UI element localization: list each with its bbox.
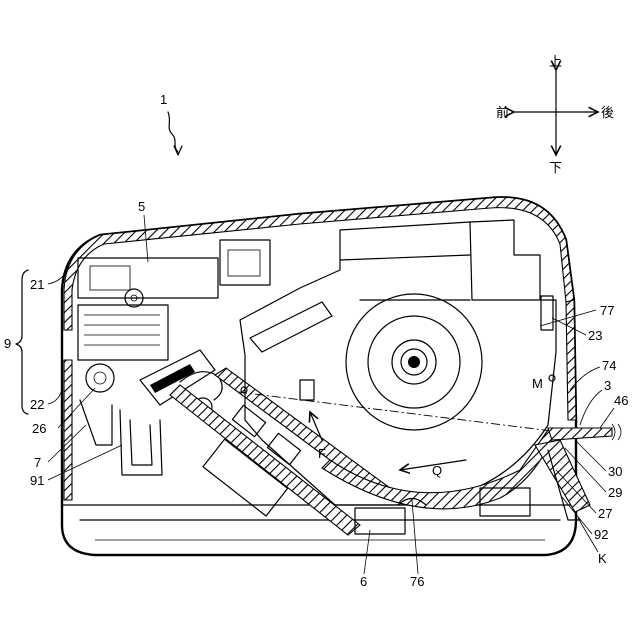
u-channel-91-inner (130, 420, 152, 465)
bracket-9 (16, 270, 28, 414)
label-F: F (318, 446, 326, 461)
device-number: 1 (160, 92, 167, 107)
label-92: 92 (594, 527, 608, 542)
leader-3 (580, 390, 602, 425)
cassette-arm (250, 302, 332, 352)
label-5: 5 (138, 199, 145, 214)
label-30: 30 (608, 464, 622, 479)
top-cover-section (64, 197, 574, 330)
label-77: 77 (600, 303, 614, 318)
label-27: 27 (598, 506, 612, 521)
device-leader-line (168, 112, 178, 152)
label-K: K (598, 551, 607, 566)
label-91: 91 (30, 473, 44, 488)
label-46: 46 (614, 393, 628, 408)
label-22: 22 (30, 397, 44, 412)
label-29: 29 (608, 485, 622, 500)
label-3: 3 (604, 378, 611, 393)
tape-46 (548, 428, 612, 440)
spool-shaft (408, 356, 420, 368)
cassette-step (470, 220, 540, 300)
label-M: M (532, 376, 543, 391)
label-74: 74 (602, 358, 616, 373)
label-7: 7 (34, 455, 41, 470)
roller-26 (86, 364, 114, 392)
leader-22 (48, 390, 62, 404)
direction-front-label: 前 (496, 105, 509, 120)
label-21: 21 (30, 277, 44, 292)
roller-26-hub (94, 372, 106, 384)
cassette-top-ledge (340, 255, 470, 260)
cassette-window (300, 380, 314, 400)
upper-frame-block (78, 258, 218, 298)
upper-bracket-window (228, 250, 260, 276)
feed-chute (170, 368, 390, 535)
gear-teeth-lines (84, 315, 160, 345)
cassette-outline (240, 222, 556, 505)
direction-indicator: 上 下 前 後 (496, 54, 614, 175)
head-element (150, 364, 195, 393)
leader-46 (600, 408, 614, 428)
lever-7 (80, 400, 112, 445)
bottom-block-6 (355, 508, 405, 534)
device-reference: 1 (160, 92, 182, 155)
label-9: 9 (4, 336, 11, 351)
leader-91 (48, 445, 122, 480)
direction-back-label: 後 (601, 105, 614, 120)
label-26: 26 (32, 421, 46, 436)
label-23: 23 (588, 328, 602, 343)
upper-frame-slot (90, 266, 130, 290)
cassette-hole-right (549, 375, 555, 381)
leader-6 (364, 530, 370, 574)
tape-break-lines (612, 424, 621, 440)
label-6: 6 (360, 574, 367, 589)
gear-housing (78, 305, 168, 360)
label-Q: Q (432, 463, 442, 478)
leader-30 (575, 440, 606, 471)
left-wall-section (64, 360, 72, 500)
direction-down-label: 下 (549, 160, 562, 175)
leader-76 (412, 500, 418, 574)
direction-up-label: 上 (549, 54, 562, 69)
label-76: 76 (410, 574, 424, 589)
upper-bracket (220, 240, 270, 285)
device-leader-arrowhead (174, 146, 182, 155)
